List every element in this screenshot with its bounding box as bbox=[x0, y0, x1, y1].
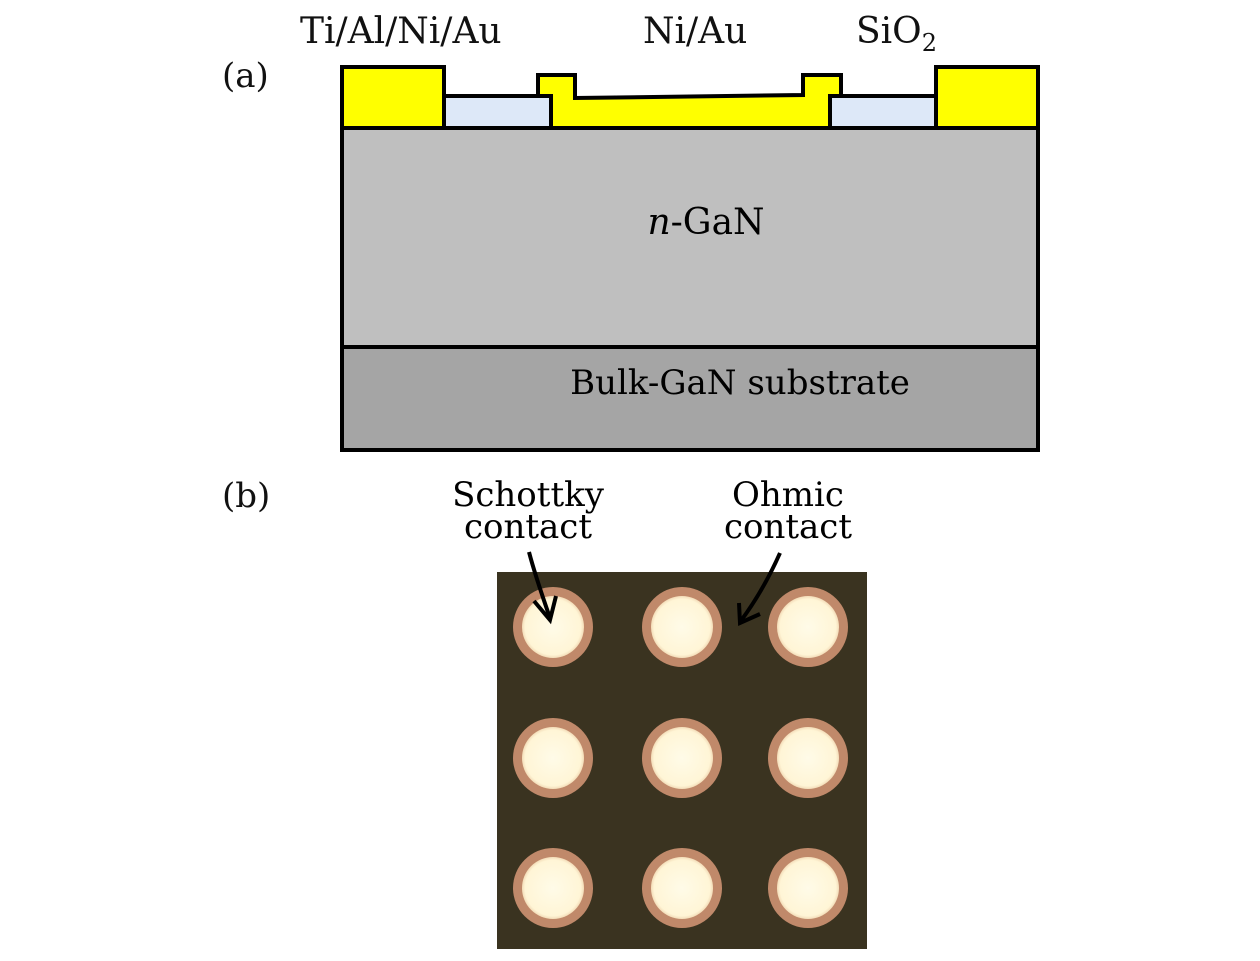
schottky-annotation-line1: Schottky bbox=[452, 475, 605, 515]
ohmic-arrow bbox=[737, 552, 782, 627]
schottky-arrow bbox=[527, 551, 558, 625]
schottky-pad bbox=[777, 596, 839, 658]
panel-b-label: (b) bbox=[222, 476, 271, 516]
schottky-pad bbox=[651, 596, 713, 658]
ohmic-pad-right bbox=[934, 65, 1040, 130]
schottky-pad bbox=[651, 727, 713, 789]
schottky-pad bbox=[522, 596, 584, 658]
schottky-pad bbox=[777, 857, 839, 919]
ohmic-annotation-line1: Ohmic bbox=[732, 475, 844, 515]
drift-text: -GaN bbox=[671, 202, 765, 243]
oxide-right bbox=[828, 94, 938, 130]
drift-layer bbox=[340, 126, 1040, 349]
substrate-layer-label: Bulk-GaN substrate bbox=[570, 363, 910, 403]
schottky-pad bbox=[651, 857, 713, 919]
schottky-pad bbox=[522, 727, 584, 789]
ohmic-metal-label: Ti/Al/Ni/Au bbox=[300, 11, 502, 52]
schottky-annotation-line2: contact bbox=[464, 507, 592, 547]
ohmic-annotation-line2: contact bbox=[724, 507, 852, 547]
passivation-label: SiO2 bbox=[856, 11, 937, 58]
schottky-pad bbox=[777, 727, 839, 789]
passivation-text: SiO bbox=[856, 11, 922, 52]
contact-grid bbox=[513, 587, 848, 928]
schottky-contact bbox=[536, 73, 843, 130]
substrate-layer bbox=[340, 345, 1040, 452]
ohmic-pad-left bbox=[340, 65, 446, 130]
passivation-subscript: 2 bbox=[921, 29, 937, 58]
oxide-left bbox=[442, 94, 553, 130]
panel-a-label: (a) bbox=[222, 56, 269, 96]
schottky-pad bbox=[522, 857, 584, 919]
drift-layer-label: n-GaN bbox=[647, 202, 764, 243]
schottky-metal-label: Ni/Au bbox=[643, 11, 748, 52]
drift-italic: n bbox=[647, 202, 670, 243]
